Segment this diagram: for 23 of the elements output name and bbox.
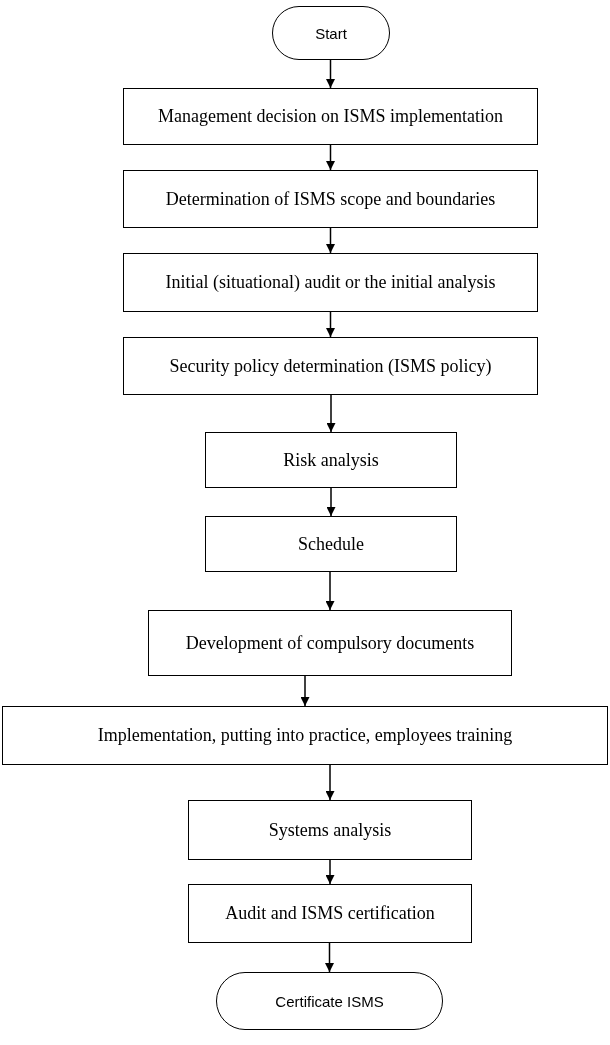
arrow [325,942,334,973]
arrow [326,394,336,433]
arrow [326,59,335,89]
process-box: Determination of ISMS scope and boundaries [123,170,538,228]
process-box: Management decision on ISMS implementation [123,88,538,145]
arrow [326,227,335,254]
arrow [326,311,335,338]
arrow [325,764,335,801]
arrow [325,859,335,885]
process-box: Initial (situational) audit or the initial analysis [123,253,538,312]
process-box: Security policy determination (ISMS policy) [123,337,538,395]
process-box: Risk analysis [205,432,457,488]
process-box: Implementation, putting into practice, employees training [2,706,608,765]
arrow [326,144,335,171]
arrow [326,487,336,517]
process-box: Systems analysis [188,800,472,860]
arrow [325,571,335,611]
process-box: Schedule [205,516,457,572]
process-box: Audit and ISMS certification [188,884,472,943]
terminal-pill: Certificate ISMS [216,972,443,1030]
arrow [300,675,310,707]
terminal-pill: Start [272,6,390,60]
process-box: Development of compulsory documents [148,610,512,676]
